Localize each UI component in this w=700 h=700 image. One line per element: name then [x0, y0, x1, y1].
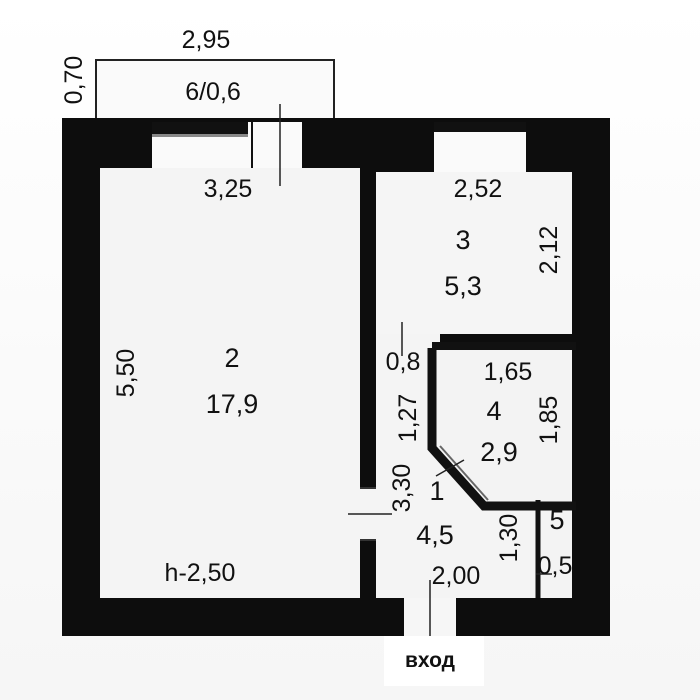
- room-1: [376, 334, 536, 598]
- room4-area: 2,9: [480, 437, 518, 467]
- room4-partition-inner: [439, 445, 489, 501]
- room4-length: 1,85: [535, 396, 563, 445]
- room2-width: 3,25: [204, 175, 253, 203]
- door-room1-room3: [376, 334, 432, 348]
- room-3: [376, 172, 572, 334]
- window-room2-sill: [152, 134, 248, 137]
- room5-number: 5: [549, 505, 564, 535]
- room1-number: 1: [429, 476, 444, 506]
- room-5: [538, 498, 572, 598]
- room4-number: 4: [486, 396, 501, 426]
- room3-length: 2,12: [535, 226, 563, 275]
- room2-area: 17,9: [206, 389, 259, 419]
- room-2: [100, 168, 360, 598]
- room3-area: 5,3: [444, 271, 482, 301]
- window-room3-frame: [434, 122, 526, 132]
- room1-side: 1,27: [394, 394, 422, 443]
- room4-width: 1,65: [484, 358, 533, 386]
- entrance-label-box: [384, 636, 484, 686]
- room5-width: 0,5: [538, 552, 573, 580]
- room4-partition: [427, 346, 576, 511]
- room5-length: 1,30: [495, 514, 523, 563]
- balcony-outline: [95, 59, 335, 121]
- room2-ceiling-height: h-2,50: [165, 559, 236, 587]
- room3-width: 2,52: [454, 175, 503, 203]
- room1-length: 3,30: [388, 464, 416, 513]
- room2-length: 5,50: [112, 349, 140, 398]
- tick-room1-diag: [435, 459, 465, 477]
- room1-width: 2,00: [432, 562, 481, 590]
- balcony-depth: 0,70: [60, 56, 88, 105]
- room1-passage: 0,8: [386, 348, 421, 376]
- room2-number: 2: [224, 343, 239, 373]
- room3-number: 3: [455, 225, 470, 255]
- room-4: [440, 350, 572, 500]
- entrance-label: вход: [405, 649, 455, 672]
- room1-area: 4,5: [416, 520, 454, 550]
- window-room2-frame: [152, 122, 248, 134]
- balcony-width: 2,95: [182, 26, 231, 54]
- balcony-id-area: 6/0,6: [185, 78, 241, 106]
